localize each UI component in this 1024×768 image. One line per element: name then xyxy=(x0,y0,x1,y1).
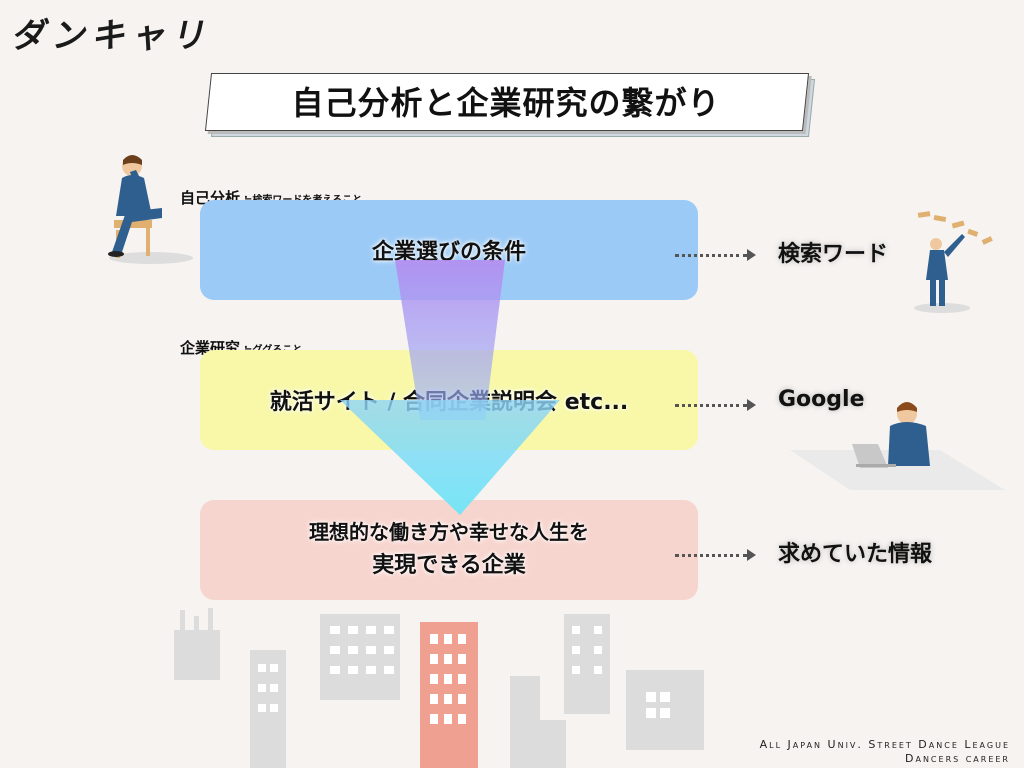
arrow-2 xyxy=(675,399,756,411)
page-title: 自己分析と企業研究の繋がり xyxy=(291,84,721,122)
google-label: Google xyxy=(778,387,865,412)
thinking-person-icon xyxy=(108,155,193,264)
desired-info-label: 求めていた情報 xyxy=(778,542,933,567)
brand-logo: ダンキャリ xyxy=(9,16,218,56)
funnel-arrow xyxy=(340,260,560,515)
footer-line1: All Japan Univ. Street Dance League xyxy=(759,738,1010,751)
arrow-1 xyxy=(675,249,756,261)
person-with-papers-icon xyxy=(914,211,993,313)
footer-line2: Dancers career xyxy=(905,752,1010,765)
search-word-label: 検索ワード xyxy=(778,242,889,267)
ideal-company-line2: 実現できる企業 xyxy=(372,553,526,579)
ideal-company-box: 理想的な働き方や幸せな人生を 実現できる企業 xyxy=(200,500,698,600)
arrow-3 xyxy=(675,549,756,561)
ideal-company-line1: 理想的な働き方や幸せな人生を xyxy=(309,520,589,545)
city-skyline-icon xyxy=(174,608,704,768)
person-at-laptop-icon xyxy=(790,402,1005,490)
